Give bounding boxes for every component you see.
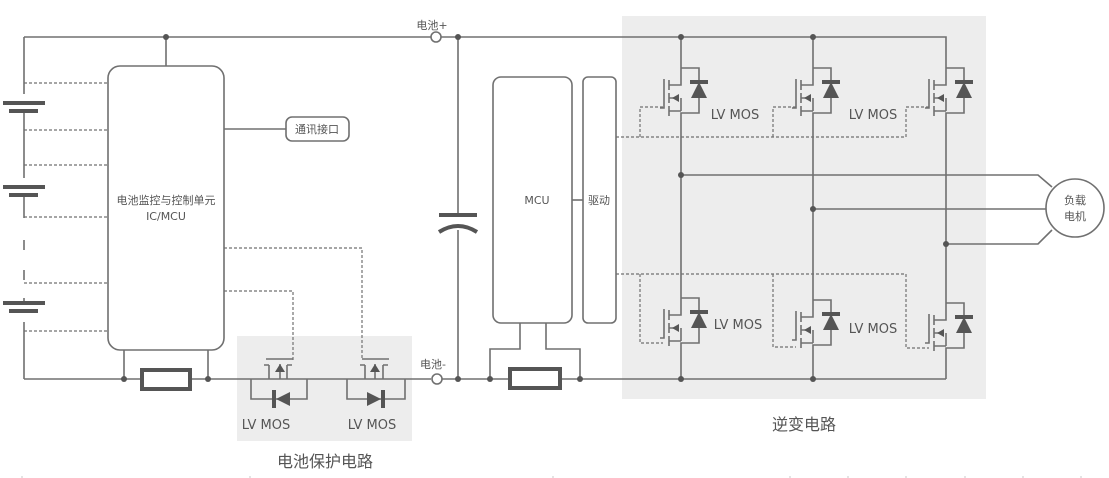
comm-interface-label: 通讯接口 bbox=[295, 123, 339, 136]
motor-symbol bbox=[1045, 178, 1105, 238]
inverter-low-mos-1 bbox=[660, 297, 708, 358]
protection-mosfet-1-label: LV MOS bbox=[242, 418, 291, 433]
junction-node bbox=[810, 376, 816, 382]
driver-block bbox=[582, 76, 617, 324]
inverter-high-mos-3 bbox=[925, 67, 973, 128]
protection-mosfet-2-label: LV MOS bbox=[348, 418, 397, 433]
phase-u-wire bbox=[681, 174, 1053, 188]
protection-mosfet-2 bbox=[346, 358, 406, 408]
gate-drive-line-1 bbox=[224, 290, 294, 360]
junction-node bbox=[810, 34, 816, 40]
bms-label-line2: IC/MCU bbox=[146, 210, 186, 223]
battery-positive-label: 电池+ bbox=[416, 19, 447, 32]
protection-region-title: 电池保护电路 bbox=[277, 452, 373, 471]
bms-shunt-resistor bbox=[140, 368, 192, 391]
inverter-shunt-sense bbox=[489, 323, 581, 379]
bms-shunt-sense bbox=[123, 350, 209, 379]
inverter-low-mos-3 bbox=[925, 302, 973, 363]
inverter-region bbox=[622, 16, 986, 399]
inverter-low-mos-2 bbox=[792, 299, 840, 360]
junction-node bbox=[121, 376, 127, 382]
protection-mosfet-1 bbox=[250, 358, 308, 408]
junction-node bbox=[810, 206, 816, 212]
motor-label-line2: 电机 bbox=[1064, 209, 1086, 223]
positive-rail bbox=[24, 36, 947, 60]
capacitor-plate-curved bbox=[437, 224, 479, 234]
comm-interface-block bbox=[285, 116, 350, 142]
inverter-low-mos-2-label: LV MOS bbox=[849, 322, 898, 337]
inverter-high-mos-2 bbox=[792, 67, 840, 128]
high-side-gate-bus bbox=[616, 106, 929, 138]
inverter-high-mos-2-label: LV MOS bbox=[849, 108, 898, 123]
bms-block bbox=[107, 65, 225, 351]
battery-cell-3 bbox=[3, 301, 45, 313]
junction-node bbox=[487, 376, 493, 382]
junction-node bbox=[455, 376, 461, 382]
phase-w-wire bbox=[946, 229, 1053, 245]
battery-positive-terminal bbox=[430, 31, 442, 43]
junction-node bbox=[943, 241, 949, 247]
battery-negative-label: 电池- bbox=[420, 358, 446, 371]
battery-cell-1 bbox=[3, 101, 45, 113]
mcu-label: MCU bbox=[524, 194, 549, 207]
junction-node bbox=[577, 376, 583, 382]
battery-protection-region bbox=[237, 336, 412, 441]
driver-label: 驱动 bbox=[588, 194, 610, 207]
junction-node bbox=[678, 34, 684, 40]
inverter-region-title: 逆变电路 bbox=[772, 415, 836, 434]
inverter-high-mos-1 bbox=[660, 67, 708, 128]
gate-drive-line-2 bbox=[224, 247, 363, 360]
junction-node bbox=[455, 34, 461, 40]
inverter-shunt-resistor bbox=[508, 367, 562, 390]
low-side-gate-bus bbox=[616, 273, 929, 349]
cell-sense-lines bbox=[24, 82, 108, 332]
battery-negative-terminal bbox=[431, 373, 443, 385]
motor-label-line1: 负载 bbox=[1064, 193, 1086, 207]
inverter-high-mos-1-label: LV MOS bbox=[711, 108, 760, 123]
bms-label-line1: 电池监控与控制单元 bbox=[117, 193, 216, 207]
battery-cell-2 bbox=[3, 185, 45, 197]
junction-node bbox=[163, 34, 169, 40]
inverter-low-mos-1-label: LV MOS bbox=[714, 318, 763, 333]
junction-node bbox=[678, 376, 684, 382]
junction-node bbox=[678, 172, 684, 178]
junction-node bbox=[205, 376, 211, 382]
